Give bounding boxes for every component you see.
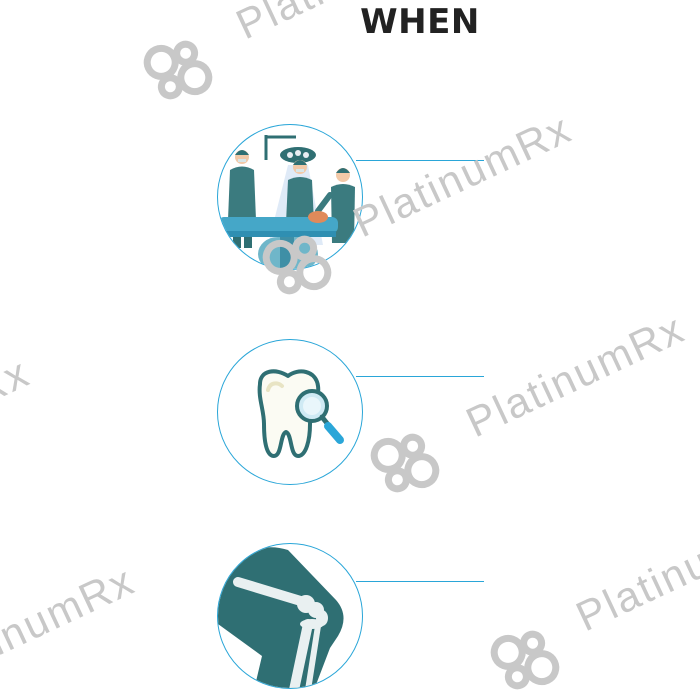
knee-joint-icon bbox=[217, 543, 363, 689]
page-title: WHEN bbox=[360, 2, 480, 42]
connector-line bbox=[356, 376, 484, 377]
platinumrx-logo-icon bbox=[490, 630, 560, 690]
watermark-text: PlatinumRx bbox=[569, 498, 700, 640]
watermark-text: PlatinumRx bbox=[0, 348, 37, 490]
tooth-magnifier-icon bbox=[217, 339, 363, 485]
connector-line bbox=[356, 581, 484, 582]
connector-line bbox=[356, 160, 484, 161]
platinumrx-logo-icon bbox=[370, 433, 440, 493]
platinumrx-logo-icon bbox=[143, 40, 213, 100]
watermark-text: PlatinumRx bbox=[459, 304, 692, 446]
watermark-text: PlatinumRx bbox=[346, 104, 579, 246]
surgery-team-icon bbox=[217, 124, 363, 270]
watermark-text: PlatinumRx bbox=[0, 556, 142, 698]
